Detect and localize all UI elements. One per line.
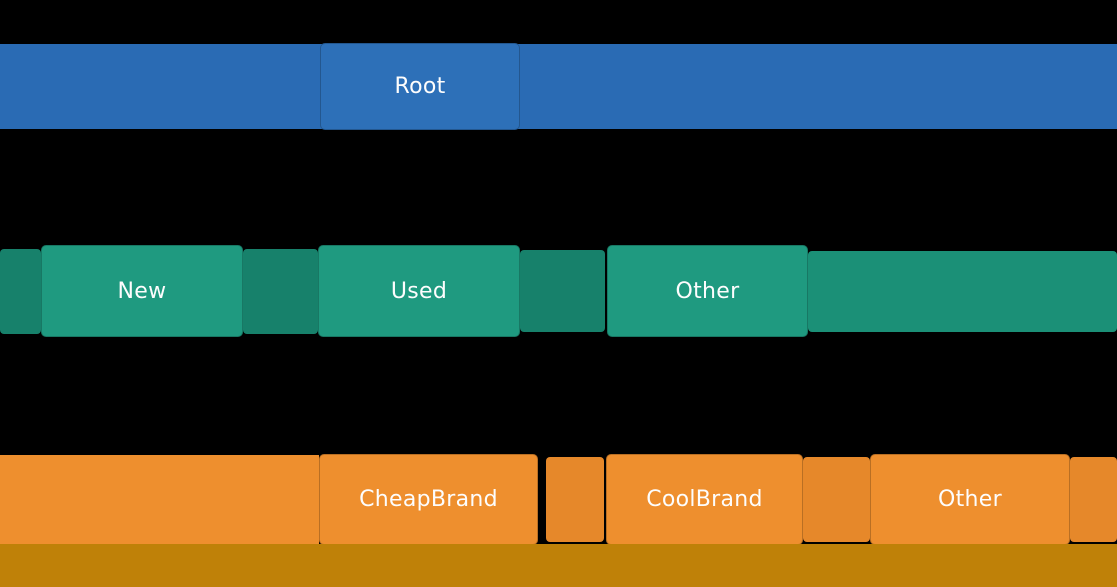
- level2-mid-segment-2[interactable]: [803, 457, 870, 542]
- level2-mid-segment-1[interactable]: [546, 457, 604, 542]
- level2-right-segment[interactable]: [1070, 457, 1117, 542]
- node-label: Other: [938, 487, 1002, 512]
- level2-left-segment[interactable]: [0, 455, 319, 544]
- level1-dark-segment-3[interactable]: [520, 250, 605, 332]
- node-root[interactable]: Root: [320, 43, 520, 130]
- node-other[interactable]: Other: [870, 454, 1070, 545]
- node-label: Other: [675, 278, 740, 304]
- node-other[interactable]: Other: [607, 245, 808, 337]
- node-cheapbrand[interactable]: CheapBrand: [319, 454, 538, 545]
- level3-strip[interactable]: [0, 544, 1117, 587]
- node-used[interactable]: Used: [318, 245, 520, 337]
- level1-plain-segment[interactable]: [808, 251, 1117, 332]
- level1-dark-segment-2[interactable]: [243, 249, 318, 334]
- node-label: New: [117, 278, 167, 304]
- level1-dark-segment-1[interactable]: [0, 249, 41, 334]
- node-coolbrand[interactable]: CoolBrand: [606, 454, 803, 545]
- node-label: Root: [394, 74, 446, 99]
- node-new[interactable]: New: [41, 245, 243, 337]
- node-label: Used: [390, 278, 448, 304]
- root-band[interactable]: [0, 44, 1117, 129]
- node-label: CoolBrand: [646, 487, 763, 512]
- node-label: CheapBrand: [359, 487, 498, 512]
